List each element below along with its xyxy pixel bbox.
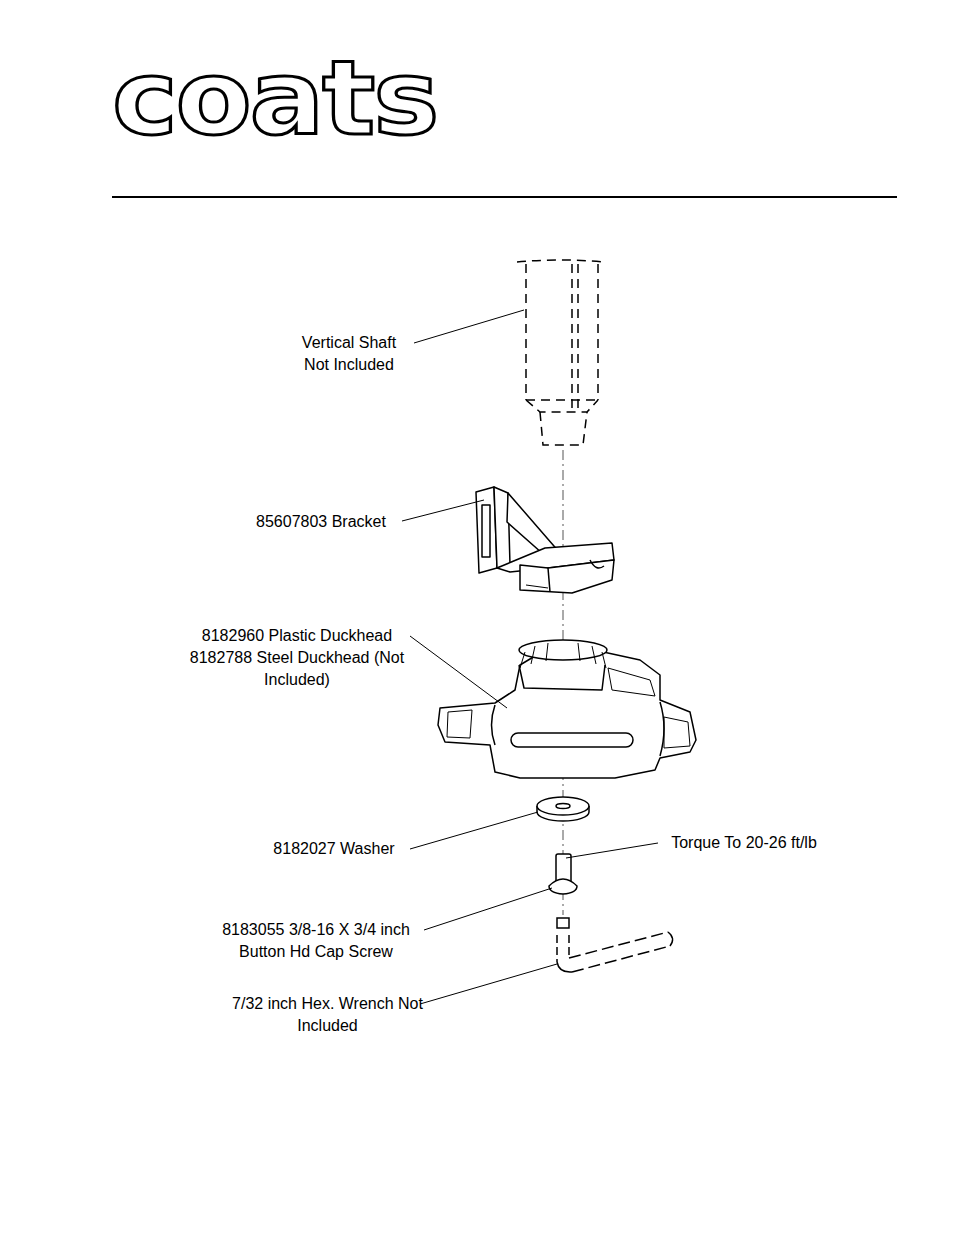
bracket <box>476 487 614 593</box>
hex-wrench <box>557 918 673 972</box>
logo-text: coats <box>112 47 437 150</box>
part-label: Vertical Shaft Not Included <box>289 332 409 376</box>
vertical-shaft <box>517 260 604 445</box>
part-label: 8182027 Washer <box>259 838 409 860</box>
cap-screw <box>549 854 577 894</box>
part-label: 8182960 Plastic Duckhead 8182788 Steel D… <box>184 625 410 691</box>
leader-lines <box>402 310 658 1004</box>
brand-logo: coats <box>112 57 437 137</box>
washer <box>537 797 589 821</box>
header-rule <box>112 196 897 198</box>
part-label: 7/32 inch Hex. Wrench Not Included <box>230 993 425 1037</box>
torque-note: Torque To 20-26 ft/lb <box>654 832 834 854</box>
part-label: 8183055 3/8-16 X 3/4 inch Button Hd Cap … <box>206 919 426 963</box>
duckhead <box>438 640 696 778</box>
part-label: 85607803 Bracket <box>241 511 401 533</box>
